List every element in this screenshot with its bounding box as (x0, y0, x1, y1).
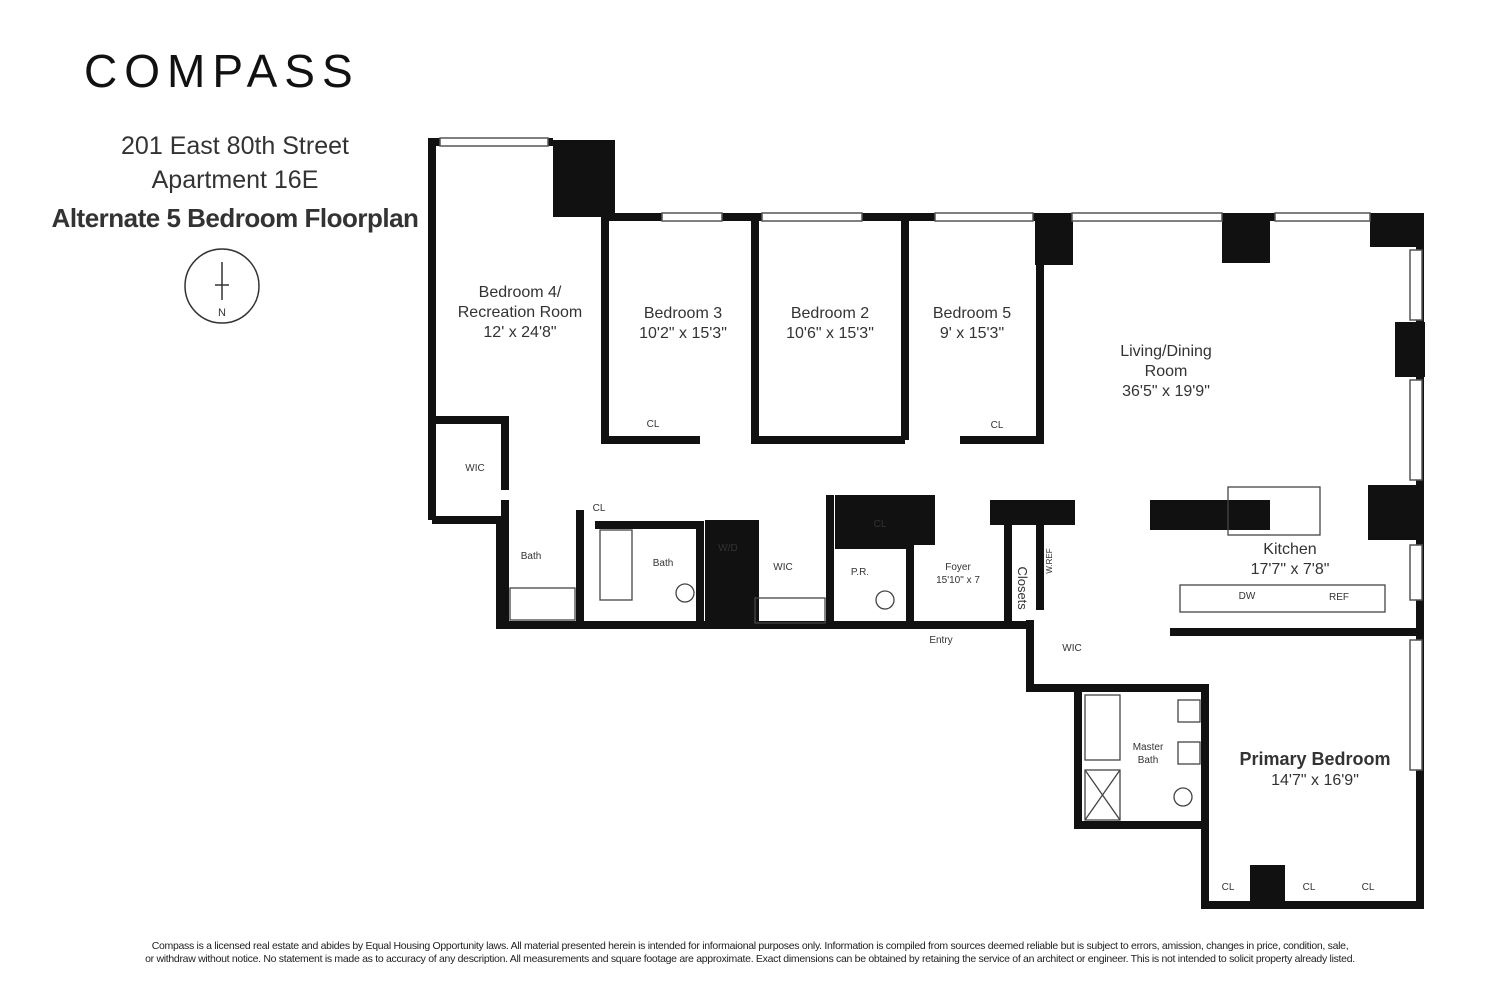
room-name-line2: Room (1144, 363, 1188, 380)
closets-label: Closets (1015, 566, 1031, 610)
north-letter: N (218, 307, 226, 319)
closet-label: CL (873, 519, 887, 530)
master-bath-line2: Bath (1137, 754, 1159, 766)
room-name: Foyer (945, 562, 971, 573)
walls (428, 138, 1424, 909)
room-dims: 12' x 24'8" (483, 324, 557, 341)
closet-label: CL (646, 419, 660, 430)
closet-label: CL (1221, 882, 1235, 893)
compass-logo: COMPASS (84, 45, 360, 97)
room-name: Bedroom 4/ (478, 284, 562, 301)
room-name: Primary Bedroom (1239, 749, 1391, 769)
room-label-primary: Primary Bedroom 14'7" x 16'9" (1239, 748, 1390, 791)
fixtures (509, 486, 1386, 821)
room-name: Bedroom 2 (790, 305, 870, 322)
disclaimer-line1: Compass is a licensed real estate and ab… (151, 940, 1349, 952)
closet-label: CL (1302, 882, 1316, 893)
closet-label: CL (1361, 882, 1375, 893)
room-dims: 10'6" x 15'3" (786, 325, 874, 342)
wic-label: WIC (1062, 643, 1082, 654)
room-name: Living/Dining (1120, 343, 1212, 360)
room-dims: 36'5" x 19'9" (1122, 383, 1210, 400)
address: 201 East 80th Street (121, 132, 349, 160)
room-dims: 14'7" x 16'9" (1271, 771, 1359, 789)
room-dims: 17'7" x 7'8" (1250, 561, 1330, 578)
room-label-bedroom4: Bedroom 4/ Recreation Room 12' x 24'8" (458, 283, 583, 343)
dishwasher-label: DW (1238, 591, 1256, 602)
entry-label[interactable]: Entry (929, 635, 953, 646)
disclaimer-line2: or withdraw without notice. No statement… (145, 953, 1355, 965)
washer-dryer-label: W/D (718, 543, 738, 554)
bath-label: Bath (520, 551, 542, 562)
wic-label: WIC (465, 463, 485, 474)
room-dims: 15'10" x 7 (936, 574, 980, 586)
room-name-line2: Recreation Room (457, 304, 583, 321)
powder-room-label: P.R. (850, 567, 870, 578)
refrigerator-label: REF (1329, 592, 1349, 603)
room-dims: 10'2" x 15'3" (639, 325, 727, 342)
room-label-foyer: Foyer 15'10" x 7 (936, 562, 980, 587)
plan-title: Alternate 5 Bedroom Floorplan (51, 203, 419, 233)
structural-columns (553, 140, 1425, 907)
north-arrow-icon (184, 248, 260, 324)
room-label-living: Living/Dining Room 36'5" x 19'9" (1120, 342, 1212, 402)
room-label-kitchen: Kitchen 17'7" x 7'8" (1251, 540, 1330, 580)
bath-label: Bath (652, 558, 674, 569)
room-label-bedroom3: Bedroom 3 10'2" x 15'3" (639, 304, 727, 344)
master-bath-label: Master Bath (1133, 742, 1164, 767)
closet-label: CL (990, 420, 1004, 431)
master-bath-line1: Master (1132, 742, 1164, 753)
room-name: Bedroom 3 (643, 305, 723, 322)
wic-label: WIC (773, 562, 793, 573)
closet-label: CL (592, 503, 606, 514)
wine-ref-label: W.REF (1045, 548, 1054, 574)
unit: Apartment 16E (151, 166, 319, 194)
room-dims: 9' x 15'3" (939, 325, 1005, 342)
room-label-bedroom5: Bedroom 5 9' x 15'3" (933, 304, 1011, 344)
windows (439, 137, 1423, 771)
legal-disclaimer: Compass is a licensed real estate and ab… (40, 940, 1460, 966)
room-name: Bedroom 5 (932, 305, 1012, 322)
room-label-bedroom2: Bedroom 2 10'6" x 15'3" (786, 304, 874, 344)
room-name: Kitchen (1263, 541, 1317, 558)
